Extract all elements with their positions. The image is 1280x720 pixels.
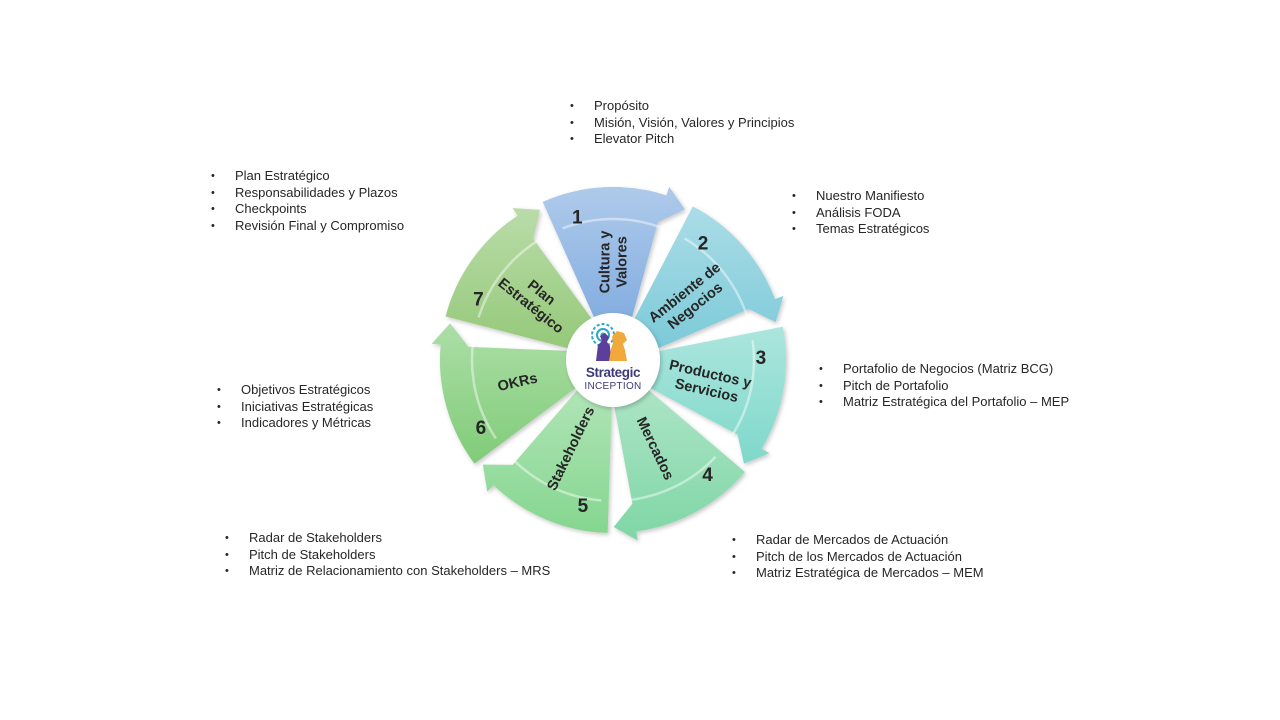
bullet-item: Temas Estratégicos [792,221,929,238]
segment-number: 5 [578,496,589,517]
logo-subtitle: INCEPTION [584,381,641,392]
bullet-item: Iniciativas Estratégicas [217,399,373,416]
segment-sheen [650,326,787,464]
bullet-item: Objetivos Estratégicos [217,382,373,399]
segment-sheen [542,186,685,318]
segment-number: 3 [756,348,767,369]
segment-number: 7 [473,289,484,310]
segment-arc-line [509,455,602,502]
bullets-segment-6: Objetivos Estratégicos Iniciativas Estra… [217,382,373,432]
segment-arc-line [624,455,717,502]
bullet-item: Nuestro Manifiesto [792,188,929,205]
bullets-segment-7: Plan Estratégico Responsabilidades y Pla… [211,168,404,235]
strategic-inception-logo: Strategic INCEPTION [566,313,660,407]
segment-sheen [634,206,784,349]
bullet-item: Análisis FODA [792,205,929,222]
bullets-segment-2: Nuestro Manifiesto Análisis FODA Temas E… [792,188,929,238]
bullet-item: Revisión Final y Compromiso [211,218,404,235]
segment-sheen [613,390,745,541]
segment-sheen [445,208,592,349]
bullet-item: Responsabilidades y Plazos [211,185,404,202]
bullet-item: Matriz Estratégica del Portafolio – MEP [819,394,1069,411]
segment-number: 6 [476,418,487,439]
bullet-item: Matriz de Relacionamiento con Stakeholde… [225,563,550,580]
segment-number: 1 [572,207,583,228]
segment-arc-line [562,217,664,230]
segment-arc-line [470,339,497,440]
bullet-item: Matriz Estratégica de Mercados – MEM [732,565,984,582]
segment-label-line: Cultura y [598,231,614,294]
bullet-item: Pitch de Portafolio [819,378,1069,395]
bullet-item: Radar de Stakeholders [225,530,550,547]
wheel-segment-1: Cultura yValores 1 [542,186,685,318]
segment-arc-line [683,237,749,318]
segment-sheen [482,390,612,533]
segment-label-line: Valores [615,236,631,288]
bullet-item: Elevator Pitch [570,131,794,148]
segment-number: 4 [702,465,713,486]
bullet-item: Radar de Mercados de Actuación [732,532,984,549]
bullet-item: Pitch de Stakeholders [225,547,550,564]
segment-number: 2 [698,233,709,254]
segment-label: Cultura yValores [598,231,631,294]
bullet-item: Misión, Visión, Valores y Principios [570,115,794,132]
bullet-item: Pitch de los Mercados de Actuación [732,549,984,566]
segment-arc-line [477,237,543,318]
bullets-segment-5: Radar de Stakeholders Pitch de Stakehold… [225,530,550,580]
bullets-segment-1: Propósito Misión, Visión, Valores y Prin… [570,98,794,148]
logo-wordmark: Strategic [586,365,641,380]
bullet-item: Propósito [570,98,794,115]
bullet-item: Indicadores y Métricas [217,415,373,432]
bullets-segment-3: Portafolio de Negocios (Matriz BCG) Pitc… [819,361,1069,411]
bullet-item: Portafolio de Negocios (Matriz BCG) [819,361,1069,378]
wheel-segments: Cultura yValores 1 Ambiente deNegocios2Pro… [431,186,787,541]
bullets-segment-4: Radar de Mercados de Actuación Pitch de … [732,532,984,582]
segment-sheen [431,323,576,464]
bullet-item: Plan Estratégico [211,168,404,185]
bullet-item: Checkpoints [211,201,404,218]
segment-arc-line [729,339,756,440]
